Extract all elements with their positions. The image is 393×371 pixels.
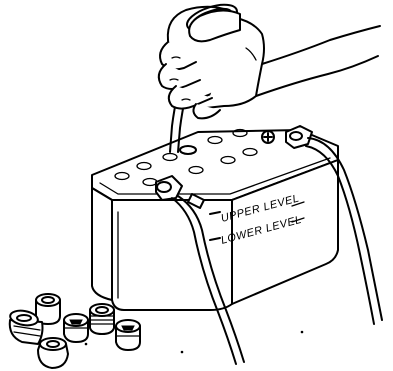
hand: [159, 10, 380, 118]
battery-left-face: [92, 188, 112, 300]
speck: [301, 331, 303, 333]
positive-terminal-post: [290, 132, 302, 140]
vent-cap: [38, 338, 68, 368]
speck: [181, 351, 183, 353]
vent-cap: [90, 304, 114, 334]
forearm: [262, 26, 380, 64]
negative-terminal-post: [157, 182, 171, 192]
vent-cap: [64, 314, 88, 342]
speck: [85, 343, 87, 345]
vent-cap: [116, 320, 140, 350]
vent-cap: [36, 294, 60, 324]
battery-front-face: [112, 200, 232, 310]
